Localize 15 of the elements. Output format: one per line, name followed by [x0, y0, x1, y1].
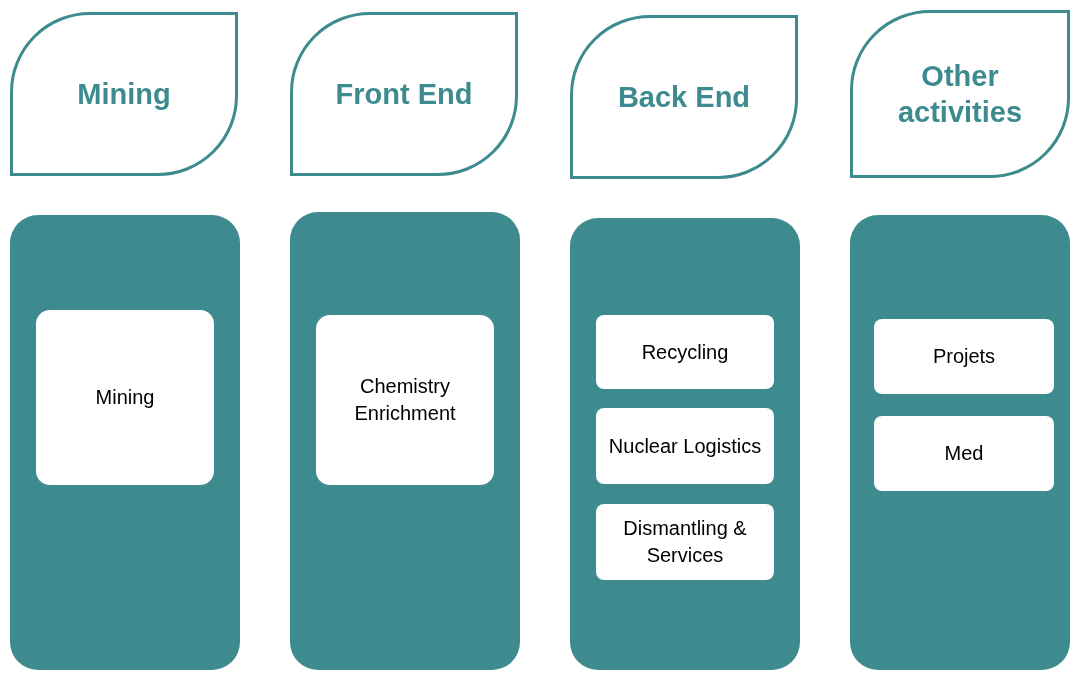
- column-panel: [570, 218, 800, 670]
- unit-box: Med: [874, 416, 1054, 491]
- unit-box: Dismantling & Services: [596, 504, 774, 580]
- column-panel: [10, 215, 240, 670]
- unit-box: Recycling: [596, 315, 774, 389]
- unit-box: Projets: [874, 319, 1054, 394]
- unit-box: Chemistry Enrichment: [316, 315, 494, 485]
- unit-box: Mining: [36, 310, 214, 485]
- column-panel: [850, 215, 1070, 670]
- unit-box: Nuclear Logistics: [596, 408, 774, 484]
- leaf-header: Back End: [570, 15, 798, 179]
- column-panel: [290, 212, 520, 670]
- leaf-header: Front End: [290, 12, 518, 176]
- leaf-header: Other activities: [850, 10, 1070, 178]
- leaf-header: Mining: [10, 12, 238, 176]
